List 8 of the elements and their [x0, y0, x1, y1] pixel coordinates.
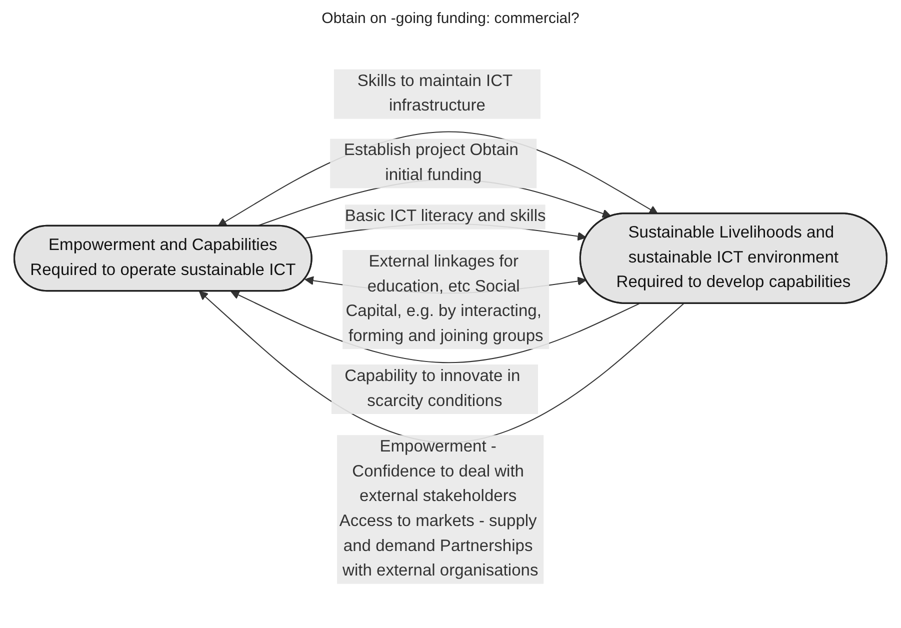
edge-label: Basic ICT literacy and skills: [344, 208, 546, 226]
edge-label: Empowerment - Confidence to deal with external stakeholders Access to markets - supply and demand Partnerships with external organisations: [339, 438, 538, 580]
edge-label: Capability to innovate in scarcity conditions: [344, 367, 520, 410]
edge-label: External linkages for education, etc Social Capital, e.g. by interacting, forming and joining groups: [346, 253, 544, 345]
edge-label: Establish project Obtain initial funding: [344, 142, 518, 184]
note-text: Obtain on -going funding: commercial?: [322, 10, 580, 27]
edge-label: Skills to maintain ICT infrastructure: [357, 72, 512, 115]
arrow: [230, 290, 640, 363]
